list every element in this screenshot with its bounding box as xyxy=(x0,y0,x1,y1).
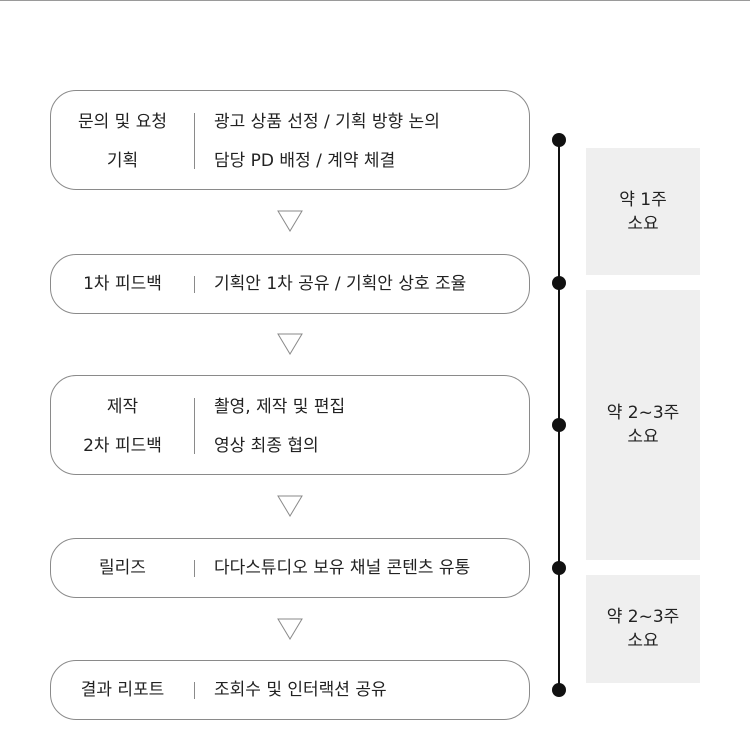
stage-release: 릴리즈 다다스튜디오 보유 채널 콘텐츠 유통 xyxy=(50,538,530,598)
stage-description: 기획안 1차 공유 / 기획안 상호 조율 xyxy=(214,274,467,294)
duration-unit: 소요 xyxy=(627,427,659,447)
duration-text: 약 2~3주 xyxy=(606,607,680,627)
down-arrow-icon xyxy=(277,333,303,355)
stage-label: 문의 및 요청 xyxy=(77,112,167,132)
stage-description: 촬영, 제작 및 편집 xyxy=(214,397,346,417)
stage-divider xyxy=(194,113,195,169)
stage-description: 광고 상품 선정 / 기획 방향 논의 xyxy=(214,112,440,132)
stage-production-second-feedback: 제작 2차 피드백 촬영, 제작 및 편집 영상 최종 협의 xyxy=(50,375,530,475)
stage-description: 조회수 및 인터랙션 공유 xyxy=(214,680,387,700)
stage-divider xyxy=(194,276,195,293)
stage-label: 결과 리포트 xyxy=(80,680,165,700)
stage-divider xyxy=(194,398,195,454)
stage-divider xyxy=(194,682,195,699)
down-arrow-icon xyxy=(277,618,303,640)
stage-inquiry-planning: 문의 및 요청 기획 광고 상품 선정 / 기획 방향 논의 담당 PD 배정 … xyxy=(50,90,530,190)
timeline-dot xyxy=(552,683,566,697)
duration-text: 약 1주 xyxy=(619,189,667,210)
stage-description: 다다스튜디오 보유 채널 콘텐츠 유통 xyxy=(214,558,471,578)
duration-unit: 소요 xyxy=(627,631,659,651)
down-arrow-icon xyxy=(277,495,303,517)
stage-divider xyxy=(194,560,195,577)
timeline-dot xyxy=(552,133,566,147)
duration-unit: 소요 xyxy=(627,213,659,234)
stage-label: 릴리즈 xyxy=(99,558,146,578)
duration-box: 약 2~3주 소요 xyxy=(586,575,700,683)
stage-description: 영상 최종 협의 xyxy=(214,436,319,456)
stage-result-report: 결과 리포트 조회수 및 인터랙션 공유 xyxy=(50,660,530,720)
duration-text: 약 2~3주 xyxy=(606,403,680,423)
timeline-dot xyxy=(552,276,566,290)
stage-label: 기획 xyxy=(106,151,139,171)
stage-label: 제작 xyxy=(106,397,139,417)
stage-first-feedback: 1차 피드백 기획안 1차 공유 / 기획안 상호 조율 xyxy=(50,254,530,314)
duration-box: 약 2~3주 소요 xyxy=(586,290,700,560)
stage-description: 담당 PD 배정 / 계약 체결 xyxy=(214,151,396,171)
timeline-dot xyxy=(552,418,566,432)
duration-box: 약 1주 소요 xyxy=(586,148,700,275)
stage-label: 1차 피드백 xyxy=(83,274,162,294)
timeline-dot xyxy=(552,561,566,575)
top-rule xyxy=(0,0,750,1)
stage-label: 2차 피드백 xyxy=(83,436,162,456)
down-arrow-icon xyxy=(277,210,303,232)
timeline-line xyxy=(558,140,560,690)
